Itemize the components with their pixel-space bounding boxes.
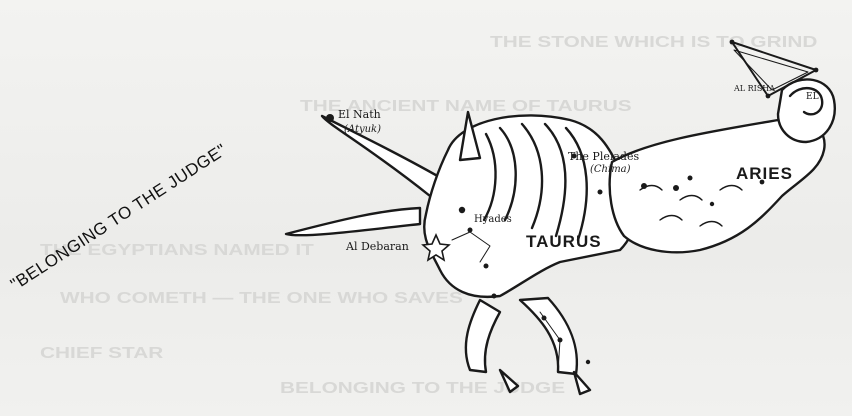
- taurus-label: TAURUS: [526, 232, 602, 252]
- star: [542, 316, 547, 321]
- hyades-label: Hyades: [474, 214, 512, 225]
- star: [766, 94, 771, 99]
- star: [459, 207, 465, 213]
- al-debaran-label: Al Debaran: [346, 240, 409, 253]
- star: [730, 40, 735, 45]
- star: [468, 228, 473, 233]
- star: [673, 185, 679, 191]
- star: [484, 264, 489, 269]
- bull-leg-right: [520, 298, 577, 374]
- star: [558, 338, 563, 343]
- star: [688, 176, 693, 181]
- pleiades-alt-label: (Chima): [590, 164, 631, 175]
- bull-leg-left: [466, 300, 500, 372]
- bull-horn-lower: [286, 208, 420, 235]
- bull-body: [424, 115, 635, 296]
- al-risha-label: AL RISHA: [734, 84, 775, 93]
- el-nath-label: El Nath: [338, 108, 381, 121]
- star: [710, 202, 714, 206]
- star: [814, 68, 819, 73]
- star: [492, 294, 497, 299]
- aries-label: ARIES: [736, 164, 793, 184]
- star-el-nath: [326, 114, 334, 122]
- pleiades-label: The Pleiades: [568, 150, 639, 163]
- el-nath-alt-label: (Atyuk): [344, 124, 381, 135]
- star: [598, 190, 603, 195]
- bull-horn-upper: [322, 116, 448, 196]
- star: [641, 183, 647, 189]
- el-label: EL: [806, 92, 819, 102]
- star: [586, 360, 590, 364]
